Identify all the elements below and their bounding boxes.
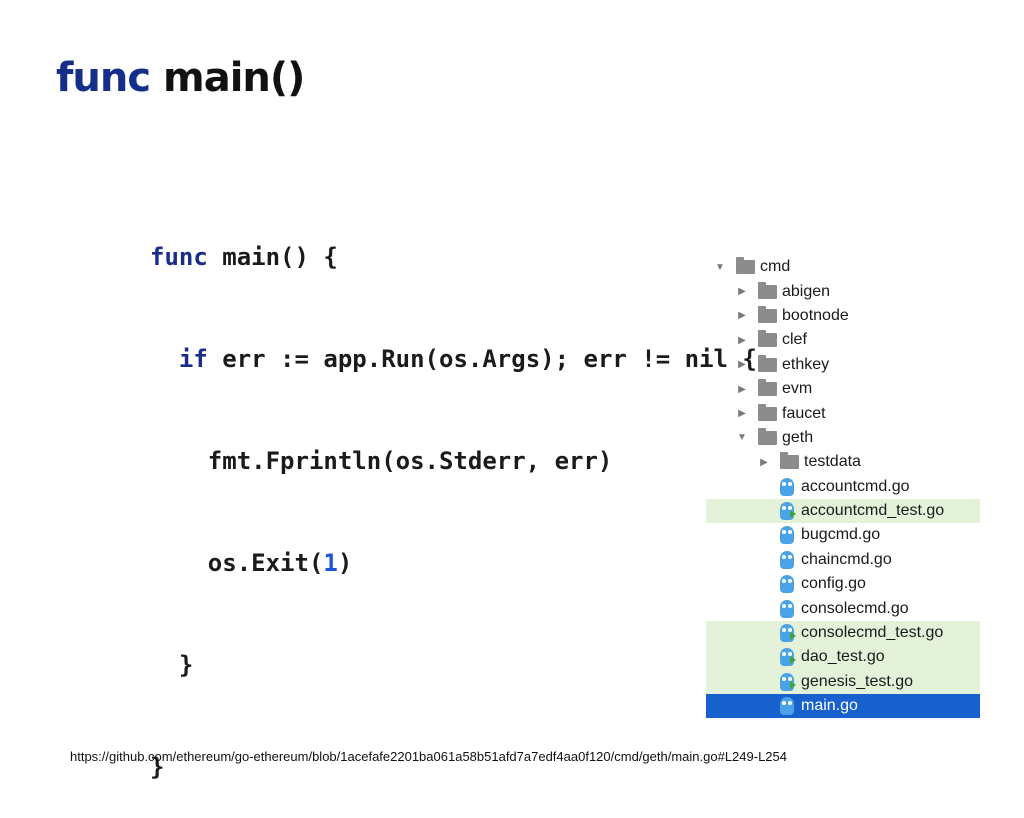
tree-folder-row[interactable]: ▶ clef	[706, 328, 980, 352]
run-test-icon	[790, 680, 796, 689]
go-test-file-icon	[780, 648, 796, 667]
code-text: }	[178, 651, 194, 679]
folder-icon	[758, 281, 777, 299]
code-block: func main() { if err := app.Run(os.Args)…	[150, 172, 757, 818]
collapsed-arrow-icon[interactable]: ▶	[760, 456, 768, 468]
go-file-icon	[780, 526, 794, 545]
tree-item-label: bugcmd.go	[801, 526, 881, 544]
go-file-icon	[780, 477, 794, 496]
folder-icon	[758, 305, 777, 323]
expanded-arrow-icon[interactable]: ▼	[737, 432, 747, 444]
code-number: 1	[323, 549, 338, 577]
slide-title: func main()	[56, 52, 305, 104]
code-keyword: if	[178, 345, 208, 373]
tree-item-label: ethkey	[782, 355, 830, 373]
project-file-tree: ▼ cmd ▶ abigen ▶ bootnode ▶ clef ▶ ethkey ▶ evm ▶ fau…	[706, 255, 980, 719]
tree-item-label: geth	[782, 428, 814, 446]
go-file-icon	[780, 550, 794, 569]
tree-item-label: faucet	[782, 404, 826, 422]
tree-file-row[interactable]: main.go	[706, 694, 980, 719]
go-test-file-icon	[780, 672, 796, 691]
code-indent	[150, 345, 179, 373]
tree-item-label: bootnode	[782, 306, 849, 324]
tree-item-label: abigen	[782, 282, 831, 300]
source-url[interactable]: https://github.com/ethereum/go-ethereum/…	[70, 749, 787, 764]
code-line: if err := app.Run(os.Args); err != nil {	[150, 342, 757, 376]
tree-file-row[interactable]: config.go	[706, 572, 980, 596]
tree-item-label: main.go	[801, 697, 858, 715]
tree-file-row[interactable]: dao_test.go	[706, 645, 980, 670]
folder-icon	[758, 427, 777, 445]
folder-icon	[780, 452, 799, 470]
tree-file-row[interactable]: bugcmd.go	[706, 523, 980, 547]
code-line: func main() {	[150, 240, 757, 274]
tree-folder-row[interactable]: ▶ faucet	[706, 401, 980, 425]
code-indent	[150, 447, 208, 475]
tree-file-row[interactable]: consolecmd.go	[706, 596, 980, 620]
folder-icon	[758, 330, 777, 348]
collapsed-arrow-icon[interactable]: ▶	[738, 334, 746, 346]
tree-item-label: accountcmd.go	[801, 477, 910, 495]
code-text: err := app.Run(os.Args); err != nil {	[207, 345, 757, 373]
tree-file-row[interactable]: accountcmd_test.go	[706, 498, 980, 524]
collapsed-arrow-icon[interactable]: ▶	[738, 408, 746, 420]
folder-icon	[758, 403, 777, 421]
tree-item-label: evm	[782, 380, 813, 398]
folder-icon	[758, 379, 777, 397]
tree-item-label: cmd	[760, 258, 791, 276]
code-line: fmt.Fprintln(os.Stderr, err)	[150, 444, 757, 478]
code-text: fmt.Fprintln(os.Stderr, err)	[207, 447, 613, 475]
run-test-icon	[790, 632, 796, 641]
tree-file-row[interactable]: accountcmd.go	[706, 475, 980, 499]
tree-file-row[interactable]: consolecmd_test.go	[706, 620, 980, 646]
tree-folder-row[interactable]: ▶ evm	[706, 377, 980, 401]
tree-item-label: chaincmd.go	[801, 550, 892, 568]
code-line: }	[150, 648, 757, 682]
run-test-icon	[790, 510, 796, 519]
go-test-file-icon	[780, 502, 796, 521]
tree-item-label: testdata	[804, 453, 861, 471]
title-function-name: main()	[163, 55, 305, 101]
run-test-icon	[790, 656, 796, 665]
tree-folder-row[interactable]: ▶ ethkey	[706, 353, 980, 377]
tree-file-row[interactable]: genesis_test.go	[706, 669, 980, 695]
tree-folder-row[interactable]: ▼ cmd	[706, 255, 980, 279]
go-file-icon	[780, 697, 794, 716]
code-text: os.Exit(	[207, 549, 324, 577]
go-file-icon	[780, 599, 794, 618]
collapsed-arrow-icon[interactable]: ▶	[738, 286, 746, 298]
tree-item-label: accountcmd_test.go	[801, 502, 945, 520]
collapsed-arrow-icon[interactable]: ▶	[738, 383, 746, 395]
code-line: os.Exit(1)	[150, 546, 757, 580]
tree-file-row[interactable]: chaincmd.go	[706, 548, 980, 572]
code-text: )	[337, 549, 353, 577]
folder-icon	[758, 354, 777, 372]
tree-item-label: dao_test.go	[801, 648, 885, 666]
tree-item-label: clef	[782, 331, 807, 349]
tree-item-label: consolecmd_test.go	[801, 624, 944, 642]
code-indent	[150, 651, 179, 679]
code-keyword: func	[150, 243, 208, 271]
tree-folder-row[interactable]: ▶ testdata	[706, 450, 980, 474]
code-text: main() {	[207, 243, 338, 271]
code-indent	[150, 549, 208, 577]
go-file-icon	[780, 575, 794, 594]
tree-item-label: genesis_test.go	[801, 672, 914, 690]
tree-folder-row[interactable]: ▶ abigen	[706, 279, 980, 303]
title-keyword: func	[56, 55, 151, 101]
tree-item-label: config.go	[801, 575, 866, 593]
tree-folder-row[interactable]: ▶ bootnode	[706, 304, 980, 328]
go-test-file-icon	[780, 624, 796, 643]
tree-folder-row[interactable]: ▼ geth	[706, 426, 980, 450]
folder-icon	[736, 257, 755, 275]
collapsed-arrow-icon[interactable]: ▶	[738, 359, 746, 371]
collapsed-arrow-icon[interactable]: ▶	[738, 310, 746, 322]
expanded-arrow-icon[interactable]: ▼	[715, 261, 725, 273]
tree-item-label: consolecmd.go	[801, 599, 909, 617]
